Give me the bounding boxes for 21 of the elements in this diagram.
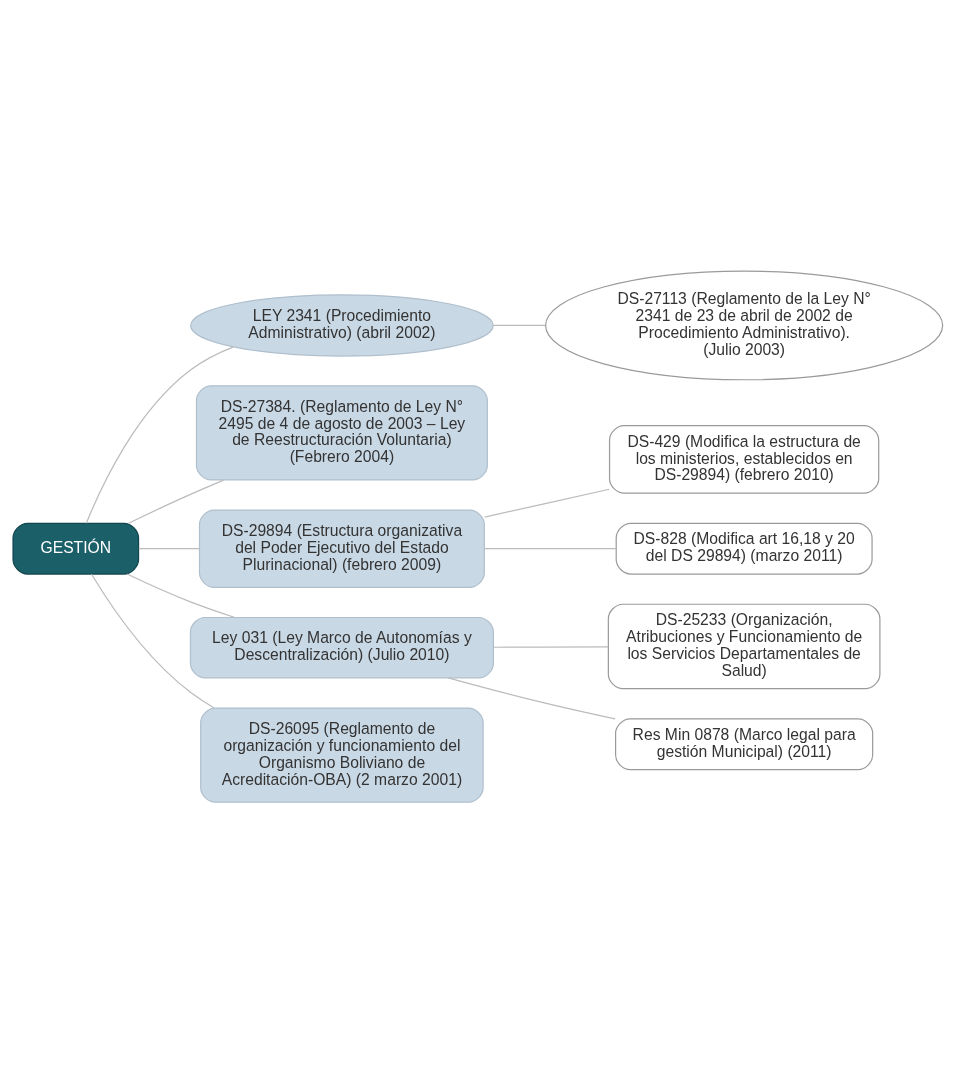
connector — [484, 547, 617, 549]
node-box: Res Min 0878 (Marco legal para gestión Municipal) (2011) — [615, 717, 874, 770]
node-box: DS-29894 (Estructura organizativa del Poder Ejecutivo del Estado Plurinacional) (febrero 2009) — [198, 509, 485, 588]
connector — [90, 573, 215, 708]
node-ellipse: LEY 2341 (Procedimiento Administrativo) (abril 2002) — [190, 293, 494, 357]
connector — [126, 572, 236, 618]
connector — [447, 676, 616, 720]
node-box: DS-429 (Modifica la estructura de los ministerios, establecidos en DS-29894) (febrero 2010) — [608, 424, 880, 494]
connector — [484, 488, 610, 518]
connector — [493, 645, 609, 648]
node-box: DS-828 (Modifica art 16,18 y 20 del DS 29894) (marzo 2011) — [615, 522, 873, 575]
node-box: DS-27384. (Reglamento de Ley N° 2495 de 4 de agosto de 2003 – Ley de Reestructuración Voluntaria) (Febrero 2004) — [195, 384, 488, 481]
node-box: Ley 031 (Ley Marco de Autonomías y Descentralización) (Julio 2010) — [189, 616, 494, 678]
node-box: DS-25233 (Organización, Atribuciones y Funcionamiento de los Servicios Departamentales de Salud) — [607, 603, 881, 689]
node-box: DS-26095 (Reglamento de organización y funcionamiento del Organismo Boliviano de Acreditación-OBA) (2 marzo 2001) — [200, 706, 484, 803]
node-ellipse: DS-27113 (Reglamento de la Ley N° 2341 de 23 de abril de 2002 de Procedimiento Administrativo). (Julio 2003) — [544, 270, 944, 380]
connector — [492, 324, 546, 326]
connector — [138, 547, 200, 549]
node-box: GESTIÓN — [12, 522, 140, 575]
connector — [85, 345, 235, 524]
connector — [128, 478, 225, 524]
